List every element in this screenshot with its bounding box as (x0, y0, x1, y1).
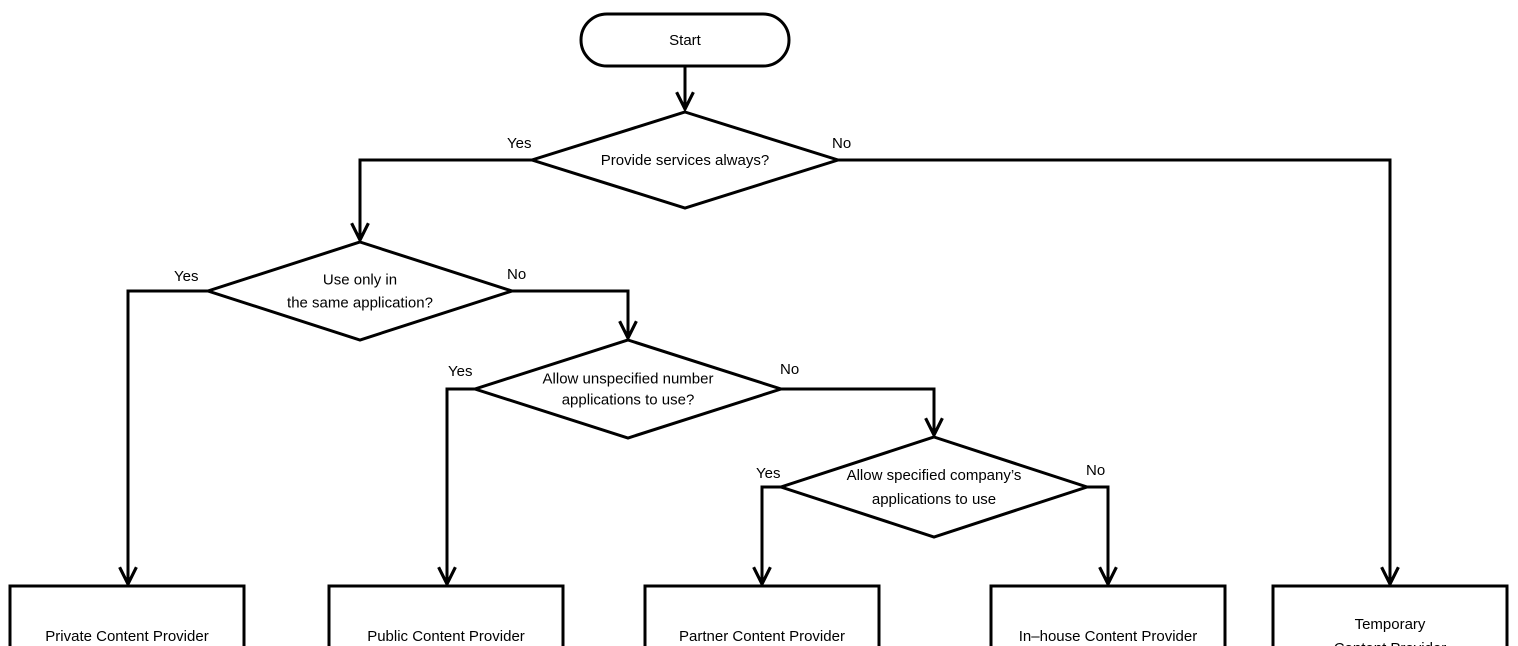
outcome-inhouse-content-provider-label: In–house Content Provider (1019, 628, 1197, 645)
label-yes-specified: Yes (756, 465, 780, 482)
label-yes-same-app: Yes (174, 268, 198, 285)
outcome-private-content-provider-label: Private Content Provider (45, 628, 208, 645)
edge-same-app-yes (128, 289, 208, 584)
edge-provide-no (838, 158, 1390, 584)
decision-provide-services-always-label: Provide services always? (601, 152, 769, 169)
outcome-temporary-content-provider: TemporaryContent Provider (1271, 584, 1509, 646)
label-no-unspecified: No (780, 361, 799, 378)
outcome-public-content-provider-label: Public Content Provider (367, 628, 525, 645)
outcome-partner-content-provider: Partner Content Provider (643, 584, 881, 646)
outcome-public-content-provider: Public Content Provider (327, 584, 565, 646)
outcome-inhouse-content-provider: In–house Content Provider (989, 584, 1227, 646)
edge-unspecified-yes (447, 387, 475, 584)
outcome-private-content-provider: Private Content Provider (8, 584, 246, 646)
edge-specified-yes (762, 485, 781, 584)
label-no-provide: No (832, 135, 851, 152)
start-node: Start (579, 12, 791, 68)
edge-same-app-no (512, 289, 628, 338)
edge-unspecified-no (781, 387, 934, 435)
outcome-temporary-content-provider-label: TemporaryContent Provider (1334, 616, 1447, 646)
label-yes-provide: Yes (507, 135, 531, 152)
connector-lines (128, 66, 1390, 584)
label-yes-unspecified: Yes (448, 363, 472, 380)
outcome-partner-content-provider-label: Partner Content Provider (679, 628, 845, 645)
edge-provide-yes (360, 158, 532, 240)
label-no-specified: No (1086, 462, 1105, 479)
decision-provide-services-always: Provide services always? (526, 110, 844, 210)
edge-specified-no (1087, 485, 1108, 584)
start-label: Start (669, 32, 702, 49)
label-no-same-app: No (507, 266, 526, 283)
